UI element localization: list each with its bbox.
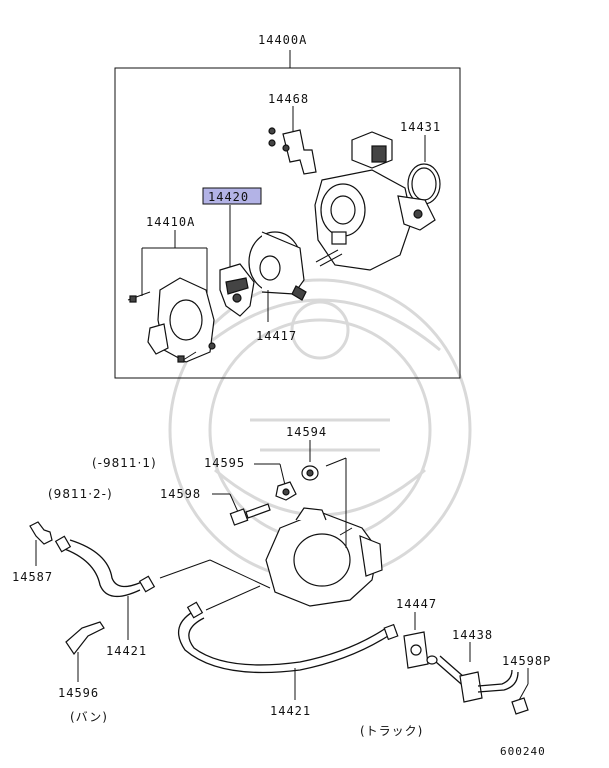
fitting-14587 [29,521,53,566]
bolt-14598P [511,668,529,715]
bracket-14468 [268,106,317,175]
hose-14421-left [54,535,271,640]
label-14596: 14596 [58,686,99,700]
note-date-to: (-9811·1) [92,456,157,470]
highlight-14420 [202,187,262,205]
label-14468: 14468 [268,92,309,106]
label-14431: 14431 [400,120,441,134]
pipe-14438 [426,642,519,703]
distributor-housing-upper [314,169,436,271]
label-14421-long: 14421 [270,704,311,718]
distributor-lower [265,507,383,607]
label-14594: 14594 [286,425,327,439]
diagram-id: 600240 [500,745,546,758]
cap-14410A [127,230,216,363]
label-14417: 14417 [256,329,297,343]
label-14420[interactable]: 14420 [208,190,249,204]
rotor-14420 [219,205,255,317]
seal-14417 [248,231,307,322]
connector-14431 [351,131,441,205]
label-14410A: 14410A [146,215,195,229]
bolt-14598 [212,493,271,526]
note-van: (バン) [70,710,108,724]
hose-14421-long [177,585,399,700]
label-14400A: 14400A [258,33,307,47]
label-14421-left: 14421 [106,644,147,658]
label-14438: 14438 [452,628,493,642]
label-14598P: 14598P [502,654,551,668]
label-14595: 14595 [204,456,245,470]
clamp-14596 [65,621,105,682]
assembly-box [114,67,461,379]
nut-14595 [254,463,297,501]
note-truck: (トラック) [360,724,423,738]
label-14598: 14598 [160,487,201,501]
label-14587: 14587 [12,570,53,584]
note-date-from: (9811·2-) [48,487,113,501]
label-14447: 14447 [396,597,437,611]
washer-14594 [301,440,347,548]
gasket-14447 [403,612,429,669]
